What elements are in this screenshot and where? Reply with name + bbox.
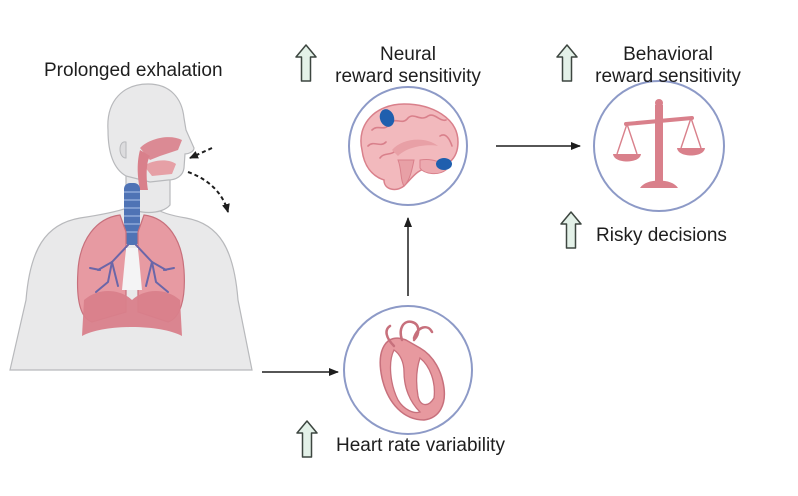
neural-reward-label-line2: reward sensitivity <box>335 66 481 87</box>
behavioral-reward-label-line2: reward sensitivity <box>595 66 741 87</box>
brain-region-spot-lower <box>436 158 452 170</box>
brain-icon <box>360 103 459 191</box>
up-arrow-icon-behavioral <box>556 44 578 82</box>
brain-region-spot-upper <box>379 109 395 127</box>
prolonged-exhalation-label: Prolonged exhalation <box>44 60 223 81</box>
up-arrow-icon-hrv <box>296 420 318 458</box>
risky-decisions-label: Risky decisions <box>596 225 727 246</box>
neural-reward-label-line1: Neural <box>380 44 436 65</box>
behavioral-reward-label-line1: Behavioral <box>623 44 713 65</box>
neural-reward-label: Neural reward sensitivity <box>318 44 498 88</box>
up-arrow-icon-neural <box>295 44 317 82</box>
balance-scale-icon <box>613 99 705 188</box>
heart-icon <box>379 320 446 421</box>
behavioral-reward-label: Behavioral reward sensitivity <box>578 44 758 88</box>
up-arrow-icon-risky <box>560 211 582 249</box>
human-respiratory-figure <box>9 83 253 371</box>
heart-rate-variability-label: Heart rate variability <box>336 435 505 456</box>
